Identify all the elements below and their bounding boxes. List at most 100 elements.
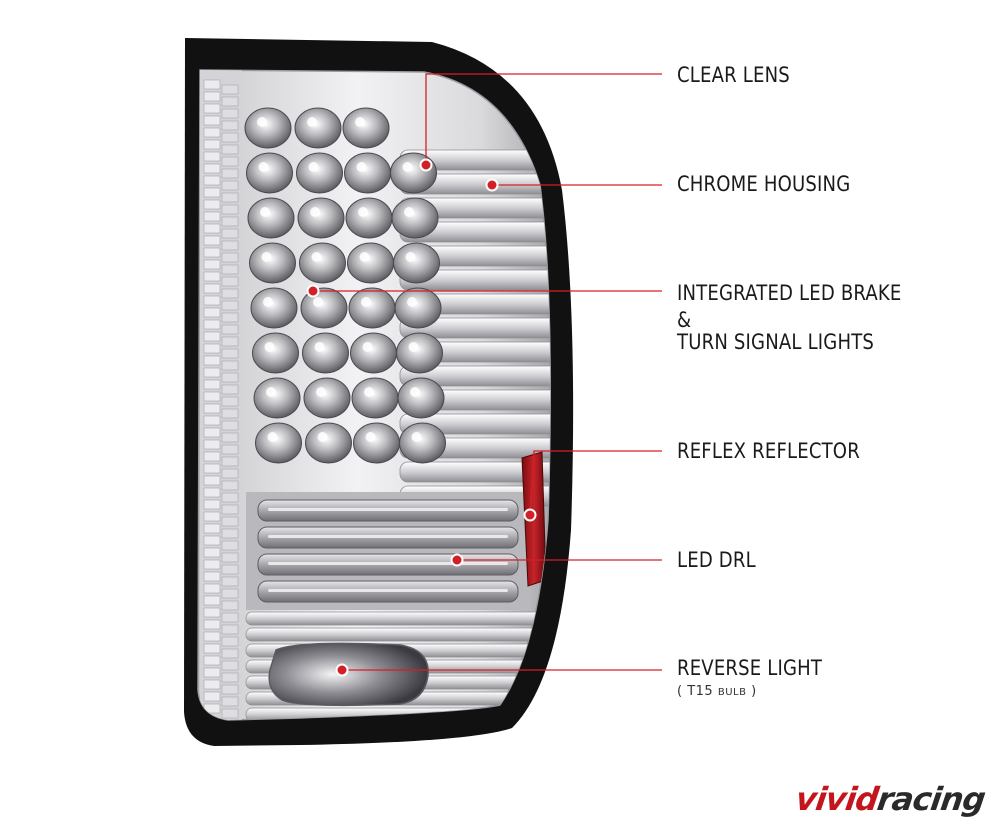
bulb-note-close: ) xyxy=(751,684,757,699)
led-cell xyxy=(297,197,345,239)
strip-cell xyxy=(203,391,221,402)
strip-cell xyxy=(203,211,221,222)
led-cell xyxy=(300,287,348,329)
led-highlight xyxy=(313,297,323,307)
strip-cell xyxy=(203,499,221,510)
led-cell xyxy=(350,332,397,374)
drl-bar-shine xyxy=(268,562,508,565)
strip-cell xyxy=(203,667,221,678)
strip-cell xyxy=(221,168,239,179)
led-array xyxy=(244,107,446,464)
led-highlight xyxy=(405,252,416,262)
led-highlight xyxy=(257,117,267,127)
strip-cell xyxy=(203,319,221,330)
strip-cell xyxy=(203,643,221,654)
strip-cell xyxy=(221,228,239,239)
strip-cell xyxy=(221,456,239,467)
label-chrome-housing: CHROME HOUSING xyxy=(677,172,851,196)
strip-cell xyxy=(203,547,221,558)
strip-cell xyxy=(203,571,221,582)
strip-cell xyxy=(221,192,239,203)
strip-cell xyxy=(203,223,221,234)
strip-cell xyxy=(221,492,239,503)
led-cell xyxy=(397,377,445,419)
strip-cell xyxy=(221,216,239,227)
led-highlight xyxy=(266,387,276,397)
strip-cell xyxy=(203,475,221,486)
label-reflex-reflector: REFLEX REFLECTOR xyxy=(677,439,860,463)
strip-cell xyxy=(203,607,221,618)
led-highlight xyxy=(411,432,422,442)
strip-cell xyxy=(203,187,221,198)
lower-rib xyxy=(245,627,547,642)
callout-chrome-housing-dot xyxy=(485,178,499,192)
strip-cell xyxy=(221,108,239,119)
strip-cell xyxy=(221,300,239,311)
strip-cell xyxy=(203,91,221,102)
strip-cell xyxy=(221,372,239,383)
strip-cell xyxy=(203,271,221,282)
callout-led-drl-dot xyxy=(450,553,464,567)
reverse-light-lens xyxy=(268,642,429,707)
led-cell xyxy=(247,197,295,239)
label-led-brake-line1: INTEGRATED LED BRAKE xyxy=(677,281,902,305)
led-cell xyxy=(302,332,349,374)
led-highlight xyxy=(258,162,269,172)
logo-part-vivid: vivid xyxy=(793,780,881,818)
strip-cell xyxy=(203,235,221,246)
callout-reflex-reflector-dot xyxy=(523,508,537,522)
strip-cell xyxy=(203,115,221,126)
strip-cell xyxy=(221,204,239,215)
strip-cell xyxy=(221,156,239,167)
strip-cell xyxy=(221,504,239,515)
strip-cell xyxy=(203,559,221,570)
strip-cell xyxy=(221,408,239,419)
led-cell xyxy=(393,242,440,284)
chrome-rib xyxy=(399,413,551,435)
strip-cell xyxy=(203,307,221,318)
strip-cell xyxy=(203,619,221,630)
led-cell xyxy=(342,107,390,149)
led-highlight xyxy=(358,207,368,217)
led-highlight xyxy=(311,252,322,262)
strip-cell xyxy=(203,367,221,378)
strip-cell xyxy=(221,336,239,347)
led-highlight xyxy=(260,207,270,217)
side-reflector-cells xyxy=(203,79,239,719)
led-highlight xyxy=(317,432,328,442)
strip-cell xyxy=(203,259,221,270)
callout-clear-lens-line xyxy=(425,73,662,165)
strip-cell xyxy=(203,403,221,414)
led-highlight xyxy=(314,342,325,352)
strip-cell xyxy=(203,523,221,534)
led-highlight xyxy=(362,342,373,352)
bulb-note-type: T15 xyxy=(687,684,714,699)
strip-cell xyxy=(221,180,239,191)
led-highlight xyxy=(267,432,278,442)
label-clear-lens: CLEAR LENS xyxy=(677,63,790,87)
strip-cell xyxy=(221,696,239,707)
led-highlight xyxy=(402,162,413,172)
bulb-note-open: ( xyxy=(677,684,683,699)
strip-cell xyxy=(221,420,239,431)
drl-bar-shine xyxy=(268,535,508,538)
strip-cell xyxy=(203,511,221,522)
strip-cell xyxy=(221,588,239,599)
strip-cell xyxy=(203,355,221,366)
strip-cell xyxy=(221,432,239,443)
strip-cell xyxy=(221,612,239,623)
label-led-brake-line3: TURN SIGNAL LIGHTS xyxy=(677,330,875,354)
strip-cell xyxy=(221,444,239,455)
chrome-rib xyxy=(399,317,551,339)
led-highlight xyxy=(261,252,272,262)
strip-cell xyxy=(203,583,221,594)
strip-cell xyxy=(221,312,239,323)
strip-cell xyxy=(203,247,221,258)
strip-cell xyxy=(203,535,221,546)
strip-cell xyxy=(221,348,239,359)
strip-cell xyxy=(203,175,221,186)
led-cell xyxy=(253,377,301,419)
strip-cell xyxy=(221,624,239,635)
callout-clear-lens-dot xyxy=(419,158,433,172)
strip-cell xyxy=(221,360,239,371)
